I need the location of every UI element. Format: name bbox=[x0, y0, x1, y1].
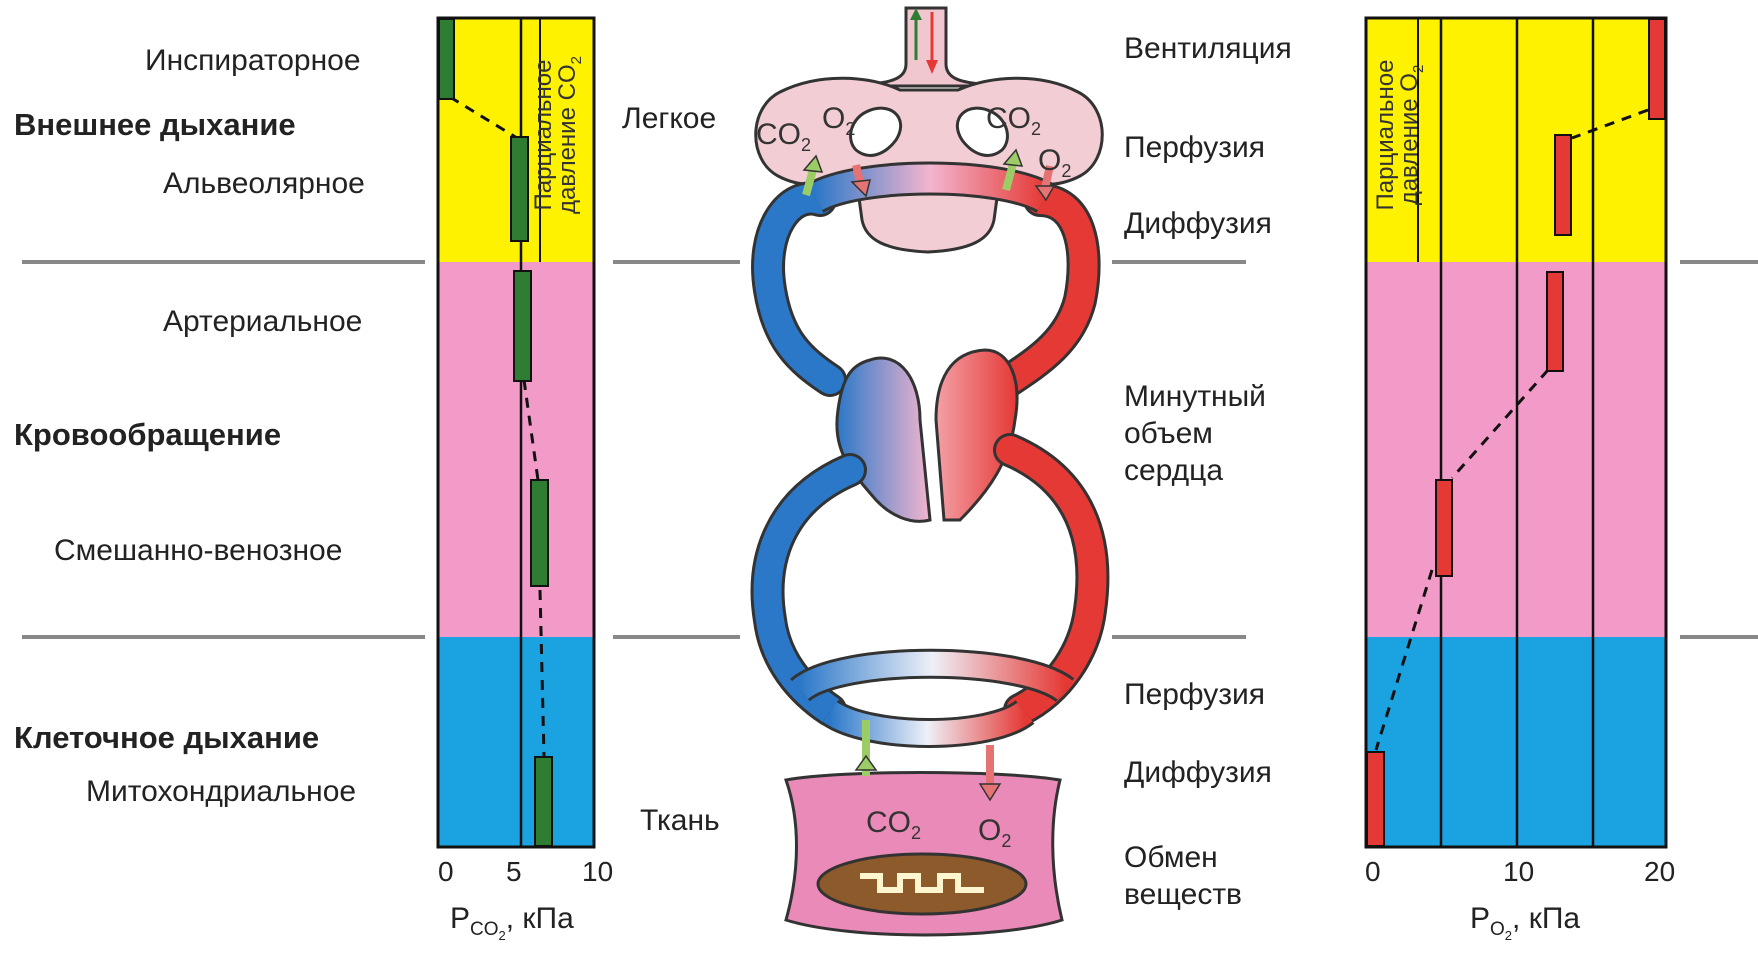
lung-right-o2: O2 bbox=[1038, 146, 1071, 180]
bar-arterial bbox=[514, 271, 531, 381]
label-perfusion-top: Перфузия bbox=[1124, 133, 1265, 163]
lung-left-co2: CO2 bbox=[756, 120, 811, 154]
pco2-axis-label: PCO2, кПа bbox=[450, 904, 574, 942]
lung-left-o2: O2 bbox=[822, 104, 855, 138]
label-tissue: Ткань bbox=[640, 806, 720, 836]
bar-mixed-venous-o2 bbox=[1436, 480, 1452, 576]
section-external-respiration: Внешнее дыхание bbox=[14, 109, 296, 140]
pco2-tick-0: 0 bbox=[438, 858, 454, 886]
tissue-co2: CO2 bbox=[866, 808, 921, 842]
po2-tick-20: 20 bbox=[1644, 858, 1675, 886]
lung-right-co2: CO2 bbox=[986, 104, 1041, 138]
label-ventilation: Вентиляция bbox=[1124, 34, 1292, 64]
pco2-vertical-title: Парциальное давление CO2 bbox=[532, 20, 589, 250]
label-mitochondrial: Митохондриальное bbox=[86, 777, 356, 807]
label-diffusion-bottom: Диффузия bbox=[1124, 758, 1272, 788]
label-cardiac-output-3: сердца bbox=[1124, 456, 1223, 486]
label-lung: Легкое bbox=[622, 104, 716, 134]
bar-ventilation bbox=[1649, 19, 1665, 119]
label-mixed-venous: Смешанно-венозное bbox=[54, 536, 342, 566]
bar-perfusion-top bbox=[1555, 135, 1571, 235]
label-metabolism-1: Обмен bbox=[1124, 843, 1218, 873]
pco2-tick-5: 5 bbox=[506, 858, 522, 886]
bar-mitochondrial-o2 bbox=[1367, 752, 1384, 846]
section-cellular-respiration: Клеточное дыхание bbox=[14, 722, 319, 753]
pco2-tick-10: 10 bbox=[582, 858, 613, 886]
bar-mixed-venous bbox=[531, 480, 548, 586]
po2-tick-10: 10 bbox=[1503, 858, 1534, 886]
label-cardiac-output-2: объем bbox=[1124, 419, 1213, 449]
section-circulation: Кровообращение bbox=[14, 419, 281, 450]
label-cardiac-output-1: Минутный bbox=[1124, 382, 1266, 412]
bar-arterial-o2 bbox=[1547, 272, 1563, 371]
label-alveolar: Альвеолярное bbox=[163, 169, 365, 199]
po2-vertical-title: Парциальное давление O2 bbox=[1374, 20, 1431, 250]
bar-inspiratory bbox=[439, 19, 454, 99]
tissue-o2: O2 bbox=[978, 816, 1011, 850]
label-metabolism-2: веществ bbox=[1124, 880, 1242, 910]
label-diffusion-top: Диффузия bbox=[1124, 209, 1272, 239]
po2-axis-label: PO2, кПа bbox=[1470, 904, 1580, 942]
label-arterial: Артериальное bbox=[163, 307, 362, 337]
bar-mitochondrial bbox=[535, 757, 552, 846]
label-perfusion-bottom: Перфузия bbox=[1124, 680, 1265, 710]
po2-tick-0: 0 bbox=[1365, 858, 1381, 886]
bar-alveolar bbox=[511, 137, 528, 241]
label-inspiratory: Инспираторное bbox=[145, 46, 361, 76]
